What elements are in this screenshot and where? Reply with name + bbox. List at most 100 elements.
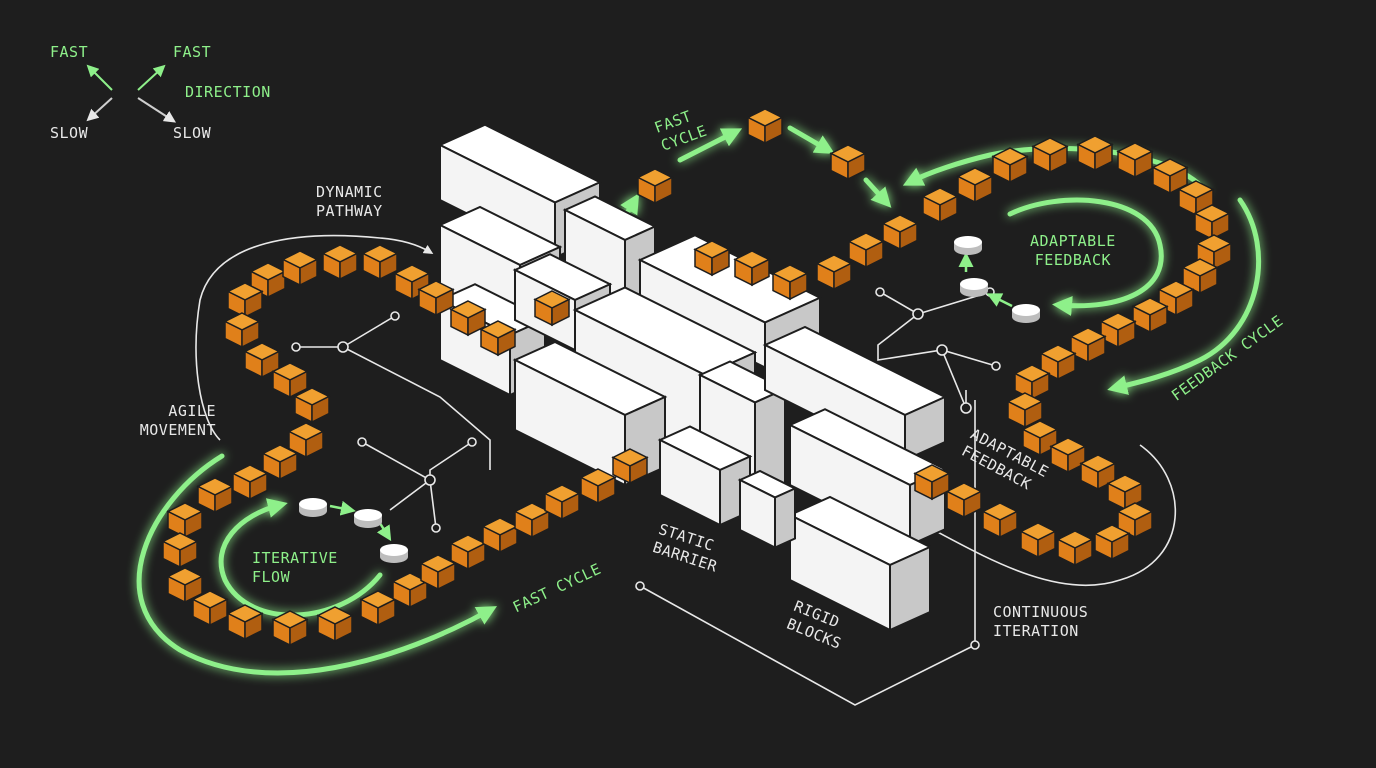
continuous-iteration-label: CONTINUOUS ITERATION	[993, 603, 1089, 640]
agile-cube	[361, 244, 399, 281]
agile-cube	[249, 262, 287, 299]
agile-cube	[829, 144, 867, 181]
agile-cube	[1056, 530, 1094, 567]
agile-cube	[1131, 297, 1169, 334]
agile-cube	[881, 214, 919, 251]
agile-cube	[1093, 524, 1131, 561]
legend-slow-left: SLOW	[50, 124, 89, 142]
feedback-disc	[354, 509, 382, 528]
agile-cube	[1076, 135, 1114, 172]
agile-cube	[417, 280, 455, 317]
agile-cube	[1193, 204, 1231, 241]
dynamic-pathway-line	[195, 234, 434, 441]
network-line-2	[342, 346, 491, 470]
agile-cube	[945, 482, 983, 519]
agile-cube	[815, 254, 853, 291]
agile-cube	[166, 502, 204, 539]
feedback-cycle-arrow	[1107, 197, 1262, 395]
legend-fast-right: FAST	[173, 43, 212, 61]
agile-cube	[1006, 392, 1044, 429]
agile-cube	[1106, 474, 1144, 511]
agile-cube	[166, 567, 204, 604]
agile-cube	[223, 312, 261, 349]
continuous-iteration-line	[926, 444, 1177, 587]
feedback-disc	[960, 278, 988, 297]
agile-cube	[1013, 364, 1051, 401]
agile-cube	[231, 464, 269, 501]
agile-cube	[1069, 327, 1107, 364]
agile-cube	[1019, 522, 1057, 559]
legend-direction: DIRECTION	[185, 83, 271, 101]
direction-legend	[86, 64, 177, 123]
legend-slow-arrow-right	[137, 97, 177, 123]
agile-cube	[847, 232, 885, 269]
adaptable-feedback-top-label: ADAPTABLE FEEDBACK	[1030, 232, 1116, 269]
agile-cube	[1181, 258, 1219, 295]
static-barrier-blocks	[437, 123, 948, 632]
iterative-flow-label: ITERATIVE FLOW	[252, 549, 338, 586]
agile-cube	[921, 187, 959, 224]
agile-movement-label: AGILE MOVEMENT	[139, 402, 216, 439]
agile-cube	[513, 502, 551, 539]
agile-cube	[243, 342, 281, 379]
agile-cube	[746, 108, 784, 145]
feedback-discs	[299, 236, 1040, 563]
agile-cube	[771, 264, 809, 301]
legend-fast-arrow-left	[86, 64, 113, 91]
agile-cube	[321, 244, 359, 281]
agile-cube	[1099, 312, 1137, 349]
agile-cube	[196, 477, 234, 514]
fast-cycle-top-arrow-1	[677, 128, 743, 163]
fast-cycle-top-arrow-3	[863, 177, 892, 208]
feedback-disc	[1012, 304, 1040, 323]
agile-cube	[191, 590, 229, 627]
agile-cube	[293, 387, 331, 424]
agile-cube	[1177, 180, 1215, 217]
agile-cube	[913, 464, 951, 501]
network-line-7	[877, 313, 997, 367]
agile-cube	[611, 448, 649, 485]
agile-cube	[271, 362, 309, 399]
feedback-disc	[954, 236, 982, 255]
agile-cube	[1039, 344, 1077, 381]
agile-cube	[636, 168, 674, 205]
connector-nodes	[291, 287, 1001, 650]
agile-cube	[1049, 437, 1087, 474]
fast-cycle-top-arrow-2	[787, 125, 835, 155]
adaptable-feedback-arrow	[1007, 197, 1164, 316]
agile-cube	[391, 572, 429, 609]
agile-cube	[287, 422, 325, 459]
agile-cube	[359, 590, 397, 627]
agile-cube	[956, 167, 994, 204]
agile-cube	[479, 320, 517, 357]
agile-cube	[281, 250, 319, 287]
fast-cycle-outer-arrow	[136, 453, 497, 676]
agile-cube-chain	[161, 108, 1233, 647]
agile-cube	[733, 250, 771, 287]
legend-fast-left: FAST	[50, 43, 89, 61]
rigid-block	[737, 469, 798, 550]
agile-cube	[481, 517, 519, 554]
network-line-5	[389, 479, 431, 511]
agile-cube	[1116, 142, 1154, 179]
agile-cube	[533, 290, 571, 327]
feedback-disc	[299, 498, 327, 517]
iteration-line	[639, 400, 976, 706]
agile-cube	[543, 484, 581, 521]
legend-fast-arrow-right	[137, 64, 166, 91]
agile-cube	[1116, 502, 1154, 539]
rigid-block	[787, 495, 933, 632]
agile-cube	[1151, 158, 1189, 195]
network-line-4	[429, 441, 473, 480]
agile-cube	[1079, 454, 1117, 491]
iterative-flow-arrow	[218, 498, 383, 618]
agile-cube	[419, 554, 457, 591]
dynamic-pathway-label: DYNAMIC PATHWAY	[316, 183, 383, 220]
agile-cube	[579, 468, 617, 505]
agile-cube	[1021, 420, 1059, 457]
legend-slow-right: SLOW	[173, 124, 212, 142]
agile-cube	[316, 606, 354, 643]
agile-cube	[161, 532, 199, 569]
